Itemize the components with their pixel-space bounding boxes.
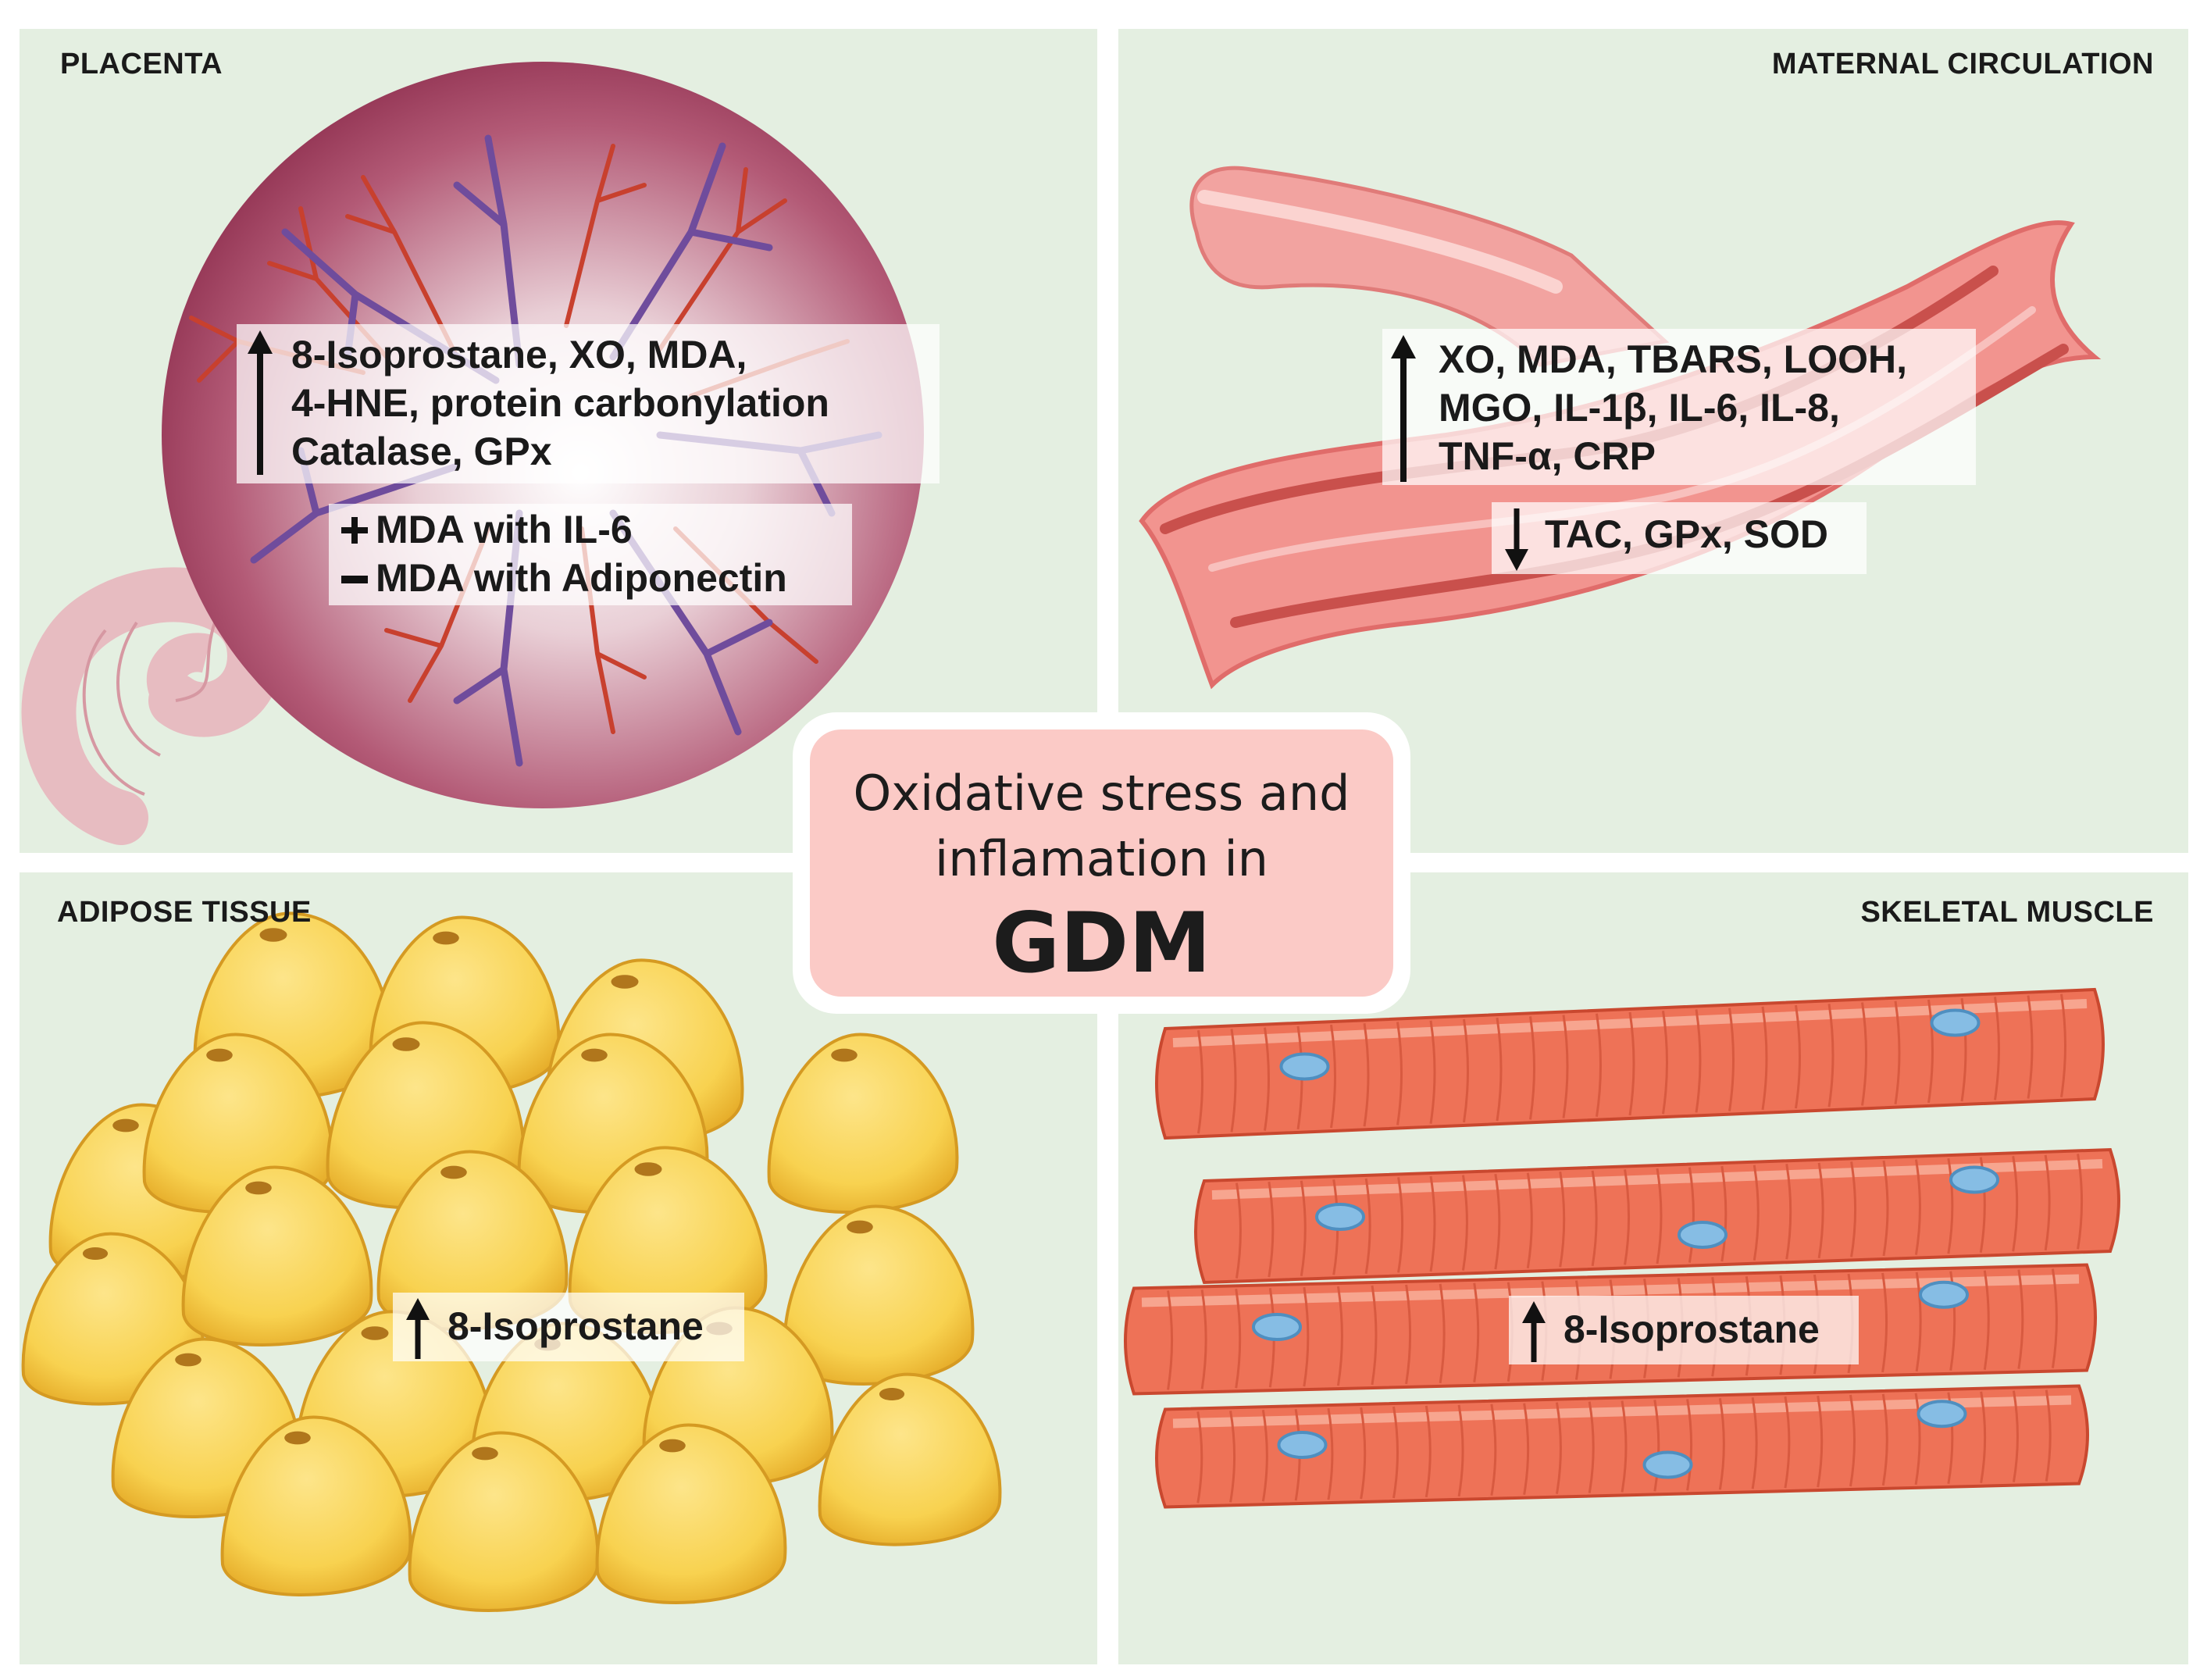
title-line-1: Oxidative stress and (853, 765, 1350, 822)
muscle-fiber (1194, 1147, 2120, 1285)
fat-cell (181, 1165, 373, 1346)
circulation-upregulated-box: XO, MDA, TBARS, LOOH, MGO, IL-1β, IL-6, … (1382, 329, 1976, 485)
muscle-nucleus (1252, 1313, 1302, 1341)
circulation-downregulated-box: TAC, GPx, SOD (1492, 502, 1867, 574)
title-gdm: GDM (992, 895, 1211, 991)
fat-cell-nucleus (112, 1118, 139, 1132)
circulation-up-line-3: TNF-α, CRP (1439, 434, 1656, 478)
placenta-upregulated-box: 8-Isoprostane, XO, MDA, 4-HNE, protein c… (237, 324, 940, 483)
muscle-nucleus (1930, 1008, 1981, 1037)
circulation-down-line: TAC, GPx, SOD (1545, 512, 1829, 556)
fat-cell-nucleus (831, 1048, 858, 1062)
adipose-upregulated-box: 8-Isoprostane (393, 1293, 744, 1361)
muscle-nucleus (1917, 1400, 1967, 1429)
adipose-tissue-panel: ADIPOSE TISSUE 8-Isoprostane (20, 872, 1097, 1664)
fat-cell-nucleus (611, 975, 639, 989)
fat-cell-nucleus (879, 1387, 905, 1401)
adipose-up-line: 8-Isoprostane (447, 1304, 704, 1348)
fat-cell-nucleus (847, 1220, 873, 1234)
muscle-nucleus (1949, 1165, 1999, 1194)
muscle-nucleus (1315, 1203, 1365, 1231)
placenta-correlation-box: MDA with IL-6 MDA with Adiponectin (329, 504, 852, 605)
up-arrow-icon (248, 330, 273, 475)
maternal-circulation-panel: MATERNAL CIRCULATION XO, MDA, TBARS, LOO… (1118, 29, 2188, 853)
placenta-minus-line: MDA with Adiponectin (376, 556, 787, 600)
fat-cell-nucleus (206, 1048, 233, 1062)
adipocyte-illustration (21, 911, 1002, 1612)
fat-cell (595, 1423, 787, 1604)
up-arrow-icon (1391, 335, 1416, 482)
muscle-upregulated-box: 8-Isoprostane (1509, 1296, 1859, 1364)
fat-cell-nucleus (284, 1431, 311, 1445)
fat-cell (818, 1372, 1002, 1546)
central-title-box: Oxidative stress and inflamation in GDM (793, 712, 1410, 1014)
muscle-up-line: 8-Isoprostane (1564, 1307, 1820, 1351)
fat-cell (220, 1415, 412, 1596)
placenta-up-line-3: Catalase, GPx (291, 430, 552, 473)
muscle-nucleus (1277, 1431, 1328, 1459)
panel-title-adipose-tissue: ADIPOSE TISSUE (57, 896, 312, 929)
muscle-fibers (1124, 987, 2120, 1509)
fat-cell-nucleus (82, 1247, 109, 1261)
circulation-up-line-1: XO, MDA, TBARS, LOOH, (1439, 337, 1907, 381)
fat-cell-nucleus (634, 1162, 662, 1176)
fat-cells (21, 911, 1002, 1612)
fat-cell-nucleus (259, 928, 287, 942)
fat-cell-nucleus (433, 931, 459, 945)
fat-cell-nucleus (245, 1181, 272, 1195)
fat-cell (767, 1033, 959, 1214)
up-arrow-icon (406, 1298, 430, 1359)
panel-title-skeletal-muscle: SKELETAL MUSCLE (1860, 896, 2154, 929)
fat-cell-nucleus (175, 1353, 201, 1367)
fat-cell (783, 1204, 975, 1386)
central-title-panel: Oxidative stress and inflamation in GDM (810, 729, 1393, 997)
fat-cell-nucleus (581, 1048, 608, 1062)
fat-cell-nucleus (361, 1326, 389, 1340)
muscle-nucleus (1678, 1221, 1728, 1249)
muscle-fiber (1155, 1384, 2089, 1509)
muscle-nucleus (1279, 1052, 1330, 1081)
fat-cell (408, 1431, 600, 1612)
placenta-up-line-1: 8-Isoprostane, XO, MDA, (291, 333, 747, 376)
placenta-panel: PLACENTA 8-Isoprostane, XO, MDA, 4-HNE, … (20, 29, 1097, 853)
title-line-2: inflamation in (935, 830, 1268, 887)
fat-cell-nucleus (440, 1165, 467, 1179)
fat-cell-nucleus (472, 1446, 498, 1461)
muscle-nucleus (1919, 1280, 1969, 1309)
plus-minus-icon (341, 517, 368, 583)
placenta-plus-line: MDA with IL-6 (376, 508, 633, 551)
down-arrow-icon (1505, 508, 1528, 571)
panel-title-maternal-circulation: MATERNAL CIRCULATION (1771, 48, 2154, 80)
muscle-nucleus (1642, 1450, 1693, 1479)
up-arrow-icon (1522, 1301, 1546, 1362)
muscle-fiber (1155, 987, 2105, 1140)
placenta-up-line-2: 4-HNE, protein carbonylation (291, 381, 829, 425)
circulation-up-line-2: MGO, IL-1β, IL-6, IL-8, (1439, 386, 1840, 430)
fat-cell-nucleus (392, 1037, 420, 1051)
fat-cell-nucleus (659, 1439, 686, 1453)
panel-title-placenta: PLACENTA (60, 48, 223, 80)
